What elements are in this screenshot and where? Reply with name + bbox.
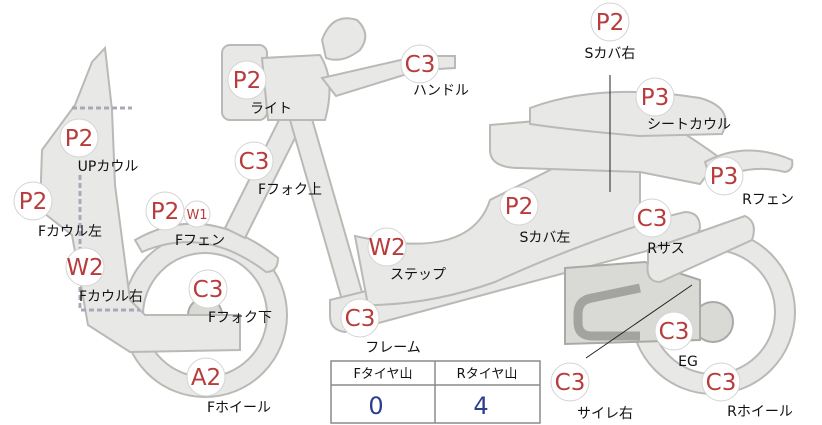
rear-suspension-shape bbox=[646, 214, 755, 284]
table-value-rear-tire: 4 bbox=[473, 392, 488, 420]
part-label-s-cover-right: Sカバ右 bbox=[585, 46, 636, 62]
table-header-front-tire: Fタイヤ山 bbox=[353, 367, 412, 382]
part-label-light: ライト bbox=[250, 101, 292, 117]
seat-shape bbox=[529, 90, 727, 138]
badge-seat-cowl: P3 bbox=[635, 77, 675, 117]
badge-circle bbox=[188, 269, 228, 309]
part-label-f-cowl-right: Fカウル右 bbox=[79, 289, 143, 305]
table-header-rear-tire: Rタイヤ山 bbox=[457, 367, 518, 382]
badge-r-wheel: C3 bbox=[701, 362, 741, 402]
part-label-s-cover-left: Sカバ左 bbox=[520, 230, 571, 246]
badge-circle bbox=[550, 362, 590, 402]
badge-f-cowl-right: W2 bbox=[65, 247, 105, 287]
step-floor-shape bbox=[353, 164, 641, 307]
badge-r-fender: P3 bbox=[704, 156, 744, 196]
badge-circle bbox=[186, 357, 226, 397]
badge-circle bbox=[340, 298, 380, 338]
part-label-step: ステップ bbox=[390, 267, 446, 283]
part-label-f-fork-upper: Fフォク上 bbox=[258, 182, 322, 198]
badge-f-fender: P2 bbox=[145, 191, 185, 231]
grade-text: P2 bbox=[233, 68, 262, 94]
badge-r-suspension: C3 bbox=[632, 198, 672, 238]
table-value-front-tire: 0 bbox=[368, 392, 383, 420]
badge-circle bbox=[701, 362, 741, 402]
badge-circle bbox=[227, 60, 267, 100]
grade-text: A2 bbox=[191, 365, 221, 391]
badge-circle bbox=[59, 118, 99, 158]
grade-text: P2 bbox=[596, 10, 625, 36]
part-label-f-cowl-left: Fカウル左 bbox=[38, 224, 102, 240]
badge-circle bbox=[704, 156, 744, 196]
part-label-f-wheel: Fホイール bbox=[207, 400, 271, 416]
badge-circle bbox=[400, 44, 440, 84]
part-label-engine: EG bbox=[678, 354, 698, 370]
grade-text: C3 bbox=[555, 370, 586, 396]
frame-tube-shape bbox=[288, 110, 364, 302]
badge-circle bbox=[499, 186, 539, 226]
badge-f-fork-lower: C3 bbox=[188, 269, 228, 309]
badge-step: W2 bbox=[367, 227, 407, 267]
badge-f-fork-upper: C3 bbox=[234, 141, 274, 181]
badge-f-cowl-left: P2 bbox=[13, 181, 53, 221]
grade-text: P2 bbox=[19, 189, 48, 215]
cowl-dashed-outline bbox=[72, 106, 140, 312]
grade-text: C3 bbox=[239, 149, 270, 175]
badge-circle bbox=[234, 141, 274, 181]
badge-muffler-right: C3 bbox=[550, 362, 590, 402]
badge-circle bbox=[632, 198, 672, 238]
part-label-r-fender: Rフェン bbox=[742, 192, 794, 208]
badge-frame: C3 bbox=[340, 298, 380, 338]
part-label-r-suspension: Rサス bbox=[647, 241, 684, 257]
part-label-up-cowl: UPカウル bbox=[78, 159, 139, 175]
grade-text: C3 bbox=[345, 306, 376, 332]
part-label-f-fender: Fフェン bbox=[175, 233, 225, 249]
grade-text: P3 bbox=[641, 85, 670, 111]
grade-text: P3 bbox=[710, 164, 739, 190]
part-label-frame: フレーム bbox=[365, 340, 421, 356]
part-label-handle: ハンドル bbox=[413, 83, 469, 99]
badge-circle bbox=[183, 200, 211, 228]
grade-text: W1 bbox=[186, 208, 207, 223]
grade-text: P2 bbox=[65, 126, 94, 152]
grade-text: C3 bbox=[405, 52, 436, 78]
badge-circle bbox=[590, 2, 630, 42]
part-label-r-wheel: Rホイール bbox=[727, 404, 793, 420]
badge-circle bbox=[65, 247, 105, 287]
badge-f-wheel: A2 bbox=[186, 357, 226, 397]
badge-handle: C3 bbox=[400, 44, 440, 84]
badge-s-cover-left: P2 bbox=[499, 186, 539, 226]
grade-text: W2 bbox=[66, 255, 103, 281]
part-label-f-fork-lower: Fフォク下 bbox=[208, 310, 272, 326]
grade-text: C3 bbox=[193, 277, 224, 303]
part-label-seat-cowl: シートカウル bbox=[647, 117, 731, 133]
tire-tread-table: Fタイヤ山 Rタイヤ山 0 4 bbox=[330, 360, 541, 424]
part-label-muffler-right: サイレ右 bbox=[577, 406, 633, 422]
bike-silhouette bbox=[38, 17, 796, 398]
badge-light: P2 bbox=[227, 60, 267, 100]
badge-circle bbox=[367, 227, 407, 267]
badge-engine: C3 bbox=[654, 311, 694, 351]
grade-text: C3 bbox=[659, 319, 690, 345]
badge-circle bbox=[654, 311, 694, 351]
grade-text: C3 bbox=[637, 206, 668, 232]
badge-f-fender-secondary: W1 bbox=[183, 200, 211, 228]
badge-circle bbox=[635, 77, 675, 117]
badge-s-cover-right: P2 bbox=[590, 2, 630, 42]
badge-up-cowl: P2 bbox=[59, 118, 99, 158]
grade-text: W2 bbox=[368, 235, 405, 261]
badge-circle bbox=[13, 181, 53, 221]
grade-text: P2 bbox=[505, 194, 534, 220]
grade-text: P2 bbox=[151, 199, 180, 225]
mirror-shape bbox=[320, 17, 367, 61]
leader-muffler-right bbox=[585, 284, 693, 359]
muffler-shape bbox=[573, 283, 641, 341]
grade-text: C3 bbox=[706, 370, 737, 396]
